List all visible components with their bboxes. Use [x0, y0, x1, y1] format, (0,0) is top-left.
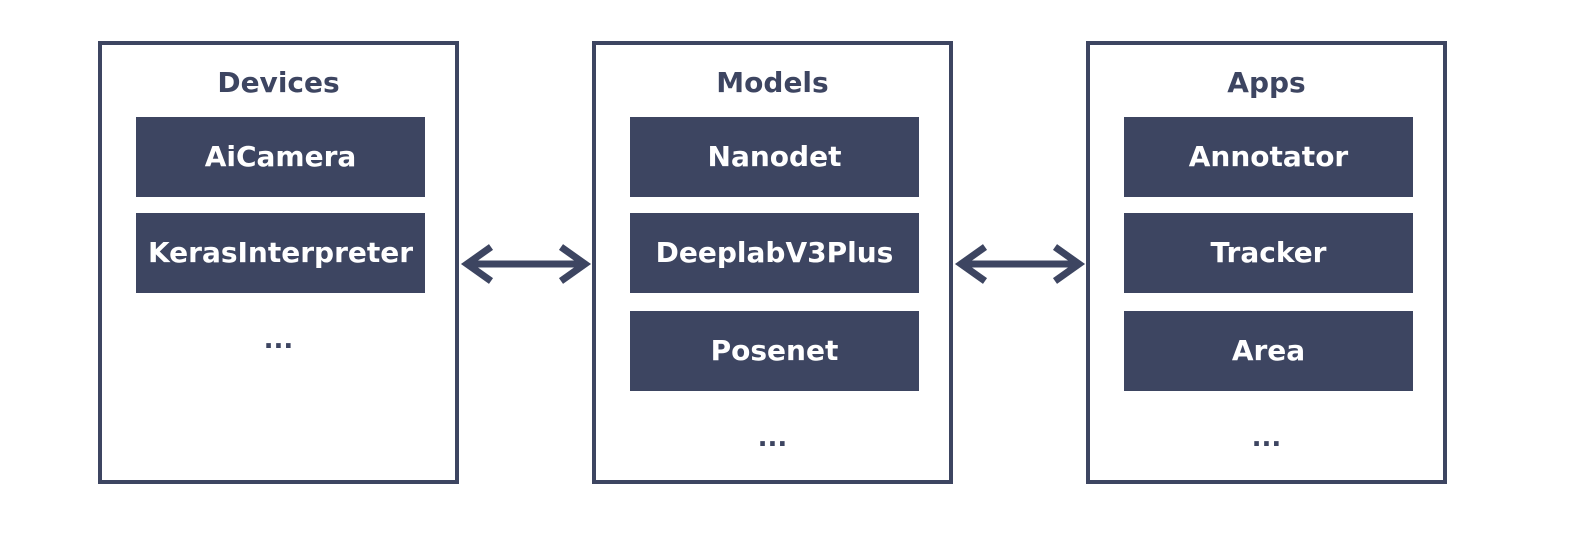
apps-more-ellipsis: ... [1251, 423, 1282, 453]
devices-panel: Devices AiCamera KerasInterpreter ... [98, 41, 459, 484]
devices-more-ellipsis: ... [263, 325, 294, 355]
models-title: Models [716, 66, 829, 99]
double-arrow-icon [460, 244, 592, 284]
devices-title: Devices [217, 66, 340, 99]
apps-panel: Apps Annotator Tracker Area ... [1086, 41, 1447, 484]
app-item-area: Area [1124, 311, 1413, 391]
model-item-deeplabv3plus: DeeplabV3Plus [630, 213, 919, 293]
device-item-aicamera: AiCamera [136, 117, 425, 197]
app-item-annotator: Annotator [1124, 117, 1413, 197]
apps-title: Apps [1227, 66, 1306, 99]
model-item-posenet: Posenet [630, 311, 919, 391]
models-more-ellipsis: ... [757, 423, 788, 453]
app-item-tracker: Tracker [1124, 213, 1413, 293]
model-item-nanodet: Nanodet [630, 117, 919, 197]
double-arrow-icon [954, 244, 1086, 284]
device-item-kerasinterpreter: KerasInterpreter [136, 213, 425, 293]
models-panel: Models Nanodet DeeplabV3Plus Posenet ... [592, 41, 953, 484]
